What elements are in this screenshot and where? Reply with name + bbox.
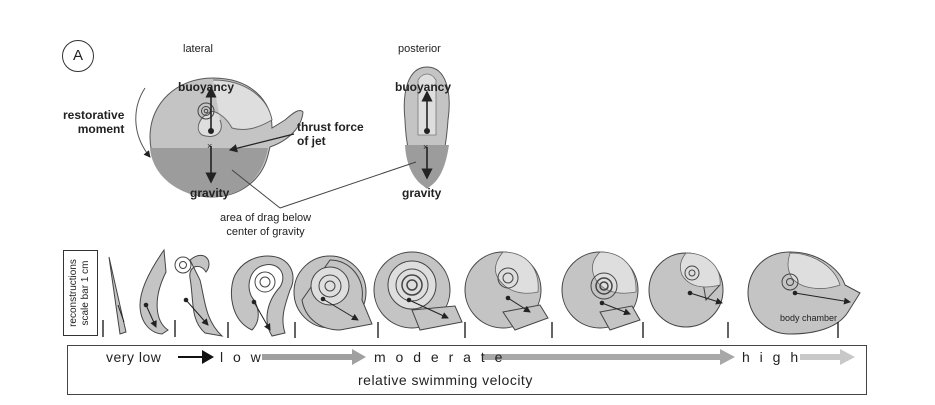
velocity-axis-label: relative swimming velocity: [358, 372, 533, 388]
velocity-arrows: [178, 349, 855, 365]
velocity-very-low: very low: [106, 349, 162, 365]
shell-body-chamber: [747, 251, 861, 338]
svg-text:×: ×: [423, 142, 428, 152]
thrust-force-label: thrust force of jet: [297, 120, 364, 148]
shell-platycone: [464, 251, 553, 338]
shell-discocone: [561, 251, 644, 338]
shell-evolute: [293, 255, 379, 338]
shell-open-coil: [174, 254, 229, 338]
reconstruction-row: [102, 248, 861, 338]
shell-serpenticone: [373, 251, 466, 338]
shell-cyrtocone: [139, 248, 176, 337]
shell-orthocone: [102, 256, 127, 337]
restorative-moment-label: restorative moment: [63, 108, 125, 136]
velocity-moderate: m o d e r a t e: [374, 349, 506, 365]
svg-text:×: ×: [207, 141, 212, 151]
velocity-scale-box: [67, 345, 867, 395]
scale-bar-box: reconstructions scale bar 1 cm: [63, 250, 98, 336]
lateral-view-title: lateral: [183, 43, 213, 55]
drag-leader-lines: [231, 161, 417, 209]
shell-oxycone: [648, 252, 729, 338]
drag-area-label: area of drag below center of gravity: [220, 212, 312, 238]
posterior-shell: ×: [403, 66, 450, 189]
velocity-high: h i g h: [742, 349, 802, 365]
posterior-view-title: posterior: [398, 43, 441, 55]
shell-gyrocone: [230, 255, 296, 338]
lateral-gravity-label: gravity: [190, 186, 230, 200]
scale-bar-label: reconstructions scale bar 1 cm: [68, 259, 91, 327]
lateral-shell: ×: [135, 77, 304, 198]
posterior-buoyancy-label: buoyancy: [395, 80, 452, 94]
velocity-low: l o w: [220, 349, 264, 365]
lateral-buoyancy-label: buoyancy: [178, 80, 235, 94]
panel-label: A: [62, 40, 94, 72]
body-chamber-label: body chamber: [780, 313, 838, 323]
posterior-gravity-label: gravity: [402, 186, 442, 200]
